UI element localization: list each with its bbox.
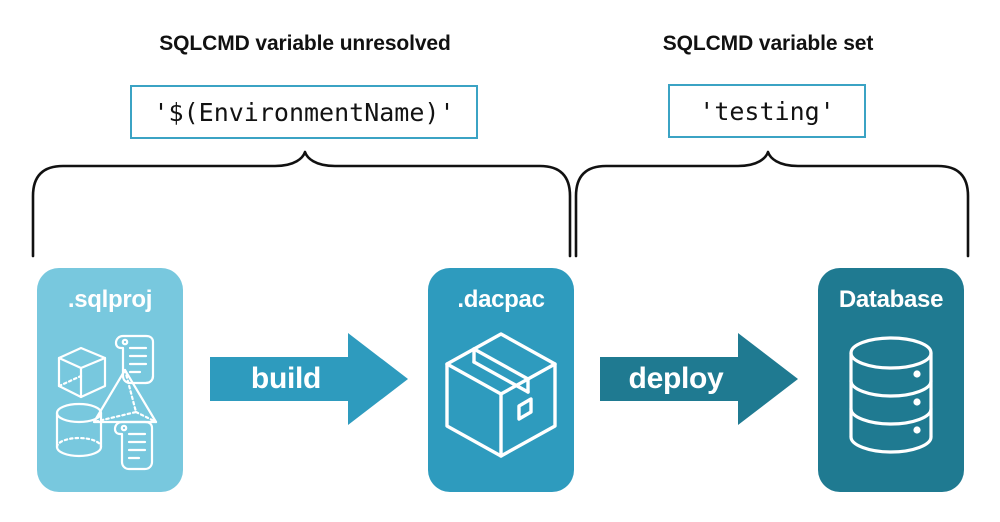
curly-brace-right (574, 150, 970, 258)
heading-sqlcmd-variable-set: SQLCMD variable set (662, 32, 874, 55)
arrow-deploy-shape (600, 333, 798, 425)
code-value-box-unresolved: '$(EnvironmentName)' (130, 85, 478, 139)
code-value-box-set: 'testing' (668, 84, 866, 138)
cylinder-icon (55, 402, 103, 458)
cube-icon (57, 346, 107, 399)
heading-sqlcmd-variable-unresolved: SQLCMD variable unresolved (159, 32, 451, 55)
dacpac-art-group (445, 332, 557, 458)
curly-brace-left (31, 150, 572, 258)
sqlproj-art-group (55, 334, 158, 471)
artifact-box-dacpac: .dacpac (428, 268, 574, 492)
pyramid-icon (92, 368, 158, 424)
scroll-icon-bottom (113, 420, 154, 471)
artifact-label-dacpac: .dacpac (457, 286, 545, 313)
artifact-box-database: Database (818, 268, 964, 492)
artifact-box-sqlproj: .sqlproj (37, 268, 183, 492)
artifact-label-sqlproj: .sqlproj (67, 286, 153, 313)
database-status-dot-1 (913, 370, 921, 378)
database-status-dot-3 (913, 426, 921, 434)
package-box-icon (445, 332, 557, 458)
artifact-label-database: Database (838, 286, 944, 313)
database-cylinder-icon (849, 336, 933, 454)
database-art-group (849, 336, 933, 454)
arrow-build: build (210, 331, 410, 427)
database-status-dot-2 (913, 398, 921, 406)
arrow-build-shape (210, 333, 408, 425)
arrow-deploy: deploy (600, 331, 800, 427)
scroll-icon-top (114, 334, 155, 385)
